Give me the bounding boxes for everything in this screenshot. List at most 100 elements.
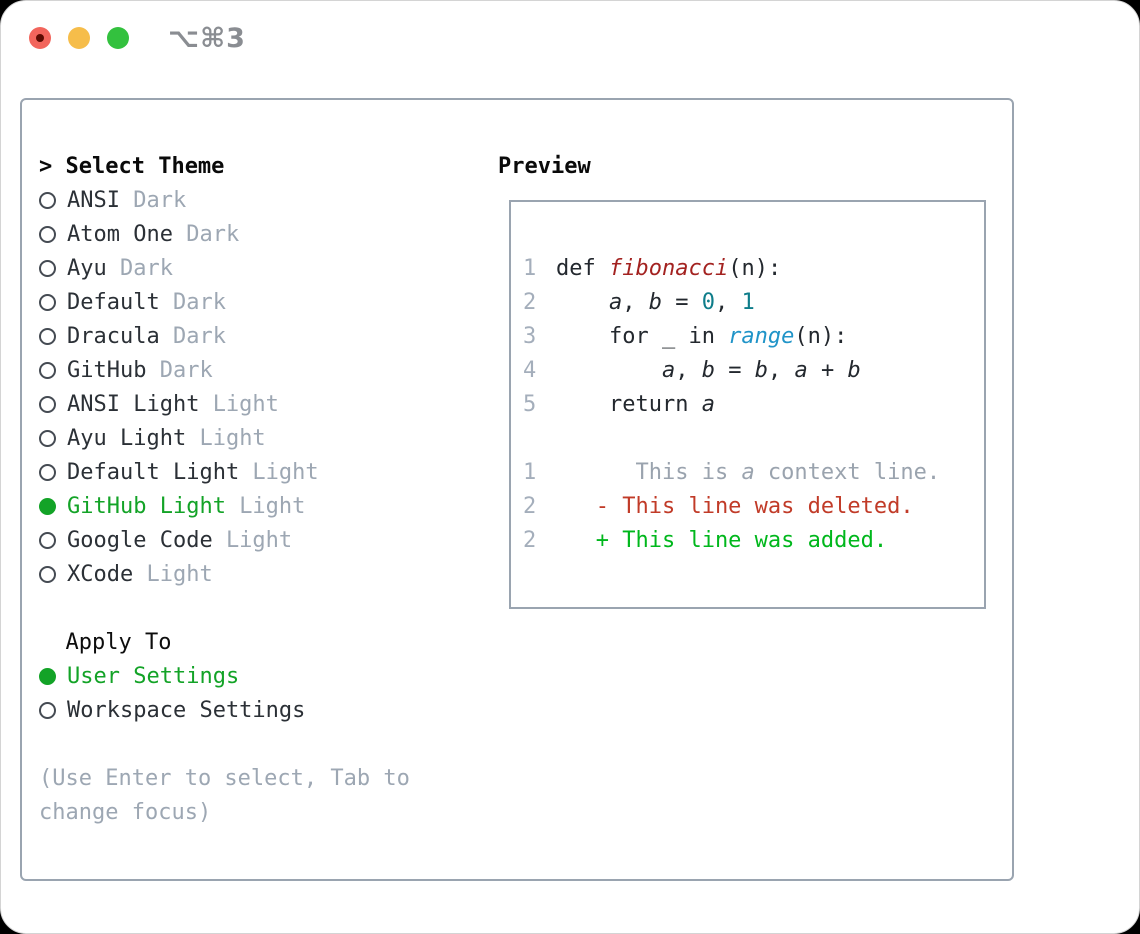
theme-variant: Dark [172, 289, 226, 315]
line-number: 1 [523, 255, 537, 281]
theme-option-ayu[interactable]: Ayu Dark [39, 251, 410, 285]
spacer [39, 727, 410, 761]
theme-name: ANSI Light [67, 391, 200, 417]
theme-variant: Dark [133, 187, 187, 213]
code-token: a [701, 391, 715, 417]
apply-option-name: User Settings [67, 663, 240, 689]
radio-selected-icon [39, 667, 56, 685]
theme-variant: Light [252, 459, 319, 485]
theme-name: Atom One [67, 221, 173, 247]
code-line-1: 1 def fibonacci(n): [523, 251, 984, 285]
code-token: fibonacci [608, 255, 729, 281]
theme-variant: Light [146, 561, 213, 587]
theme-variant: Dark [172, 323, 226, 349]
minimize-button[interactable] [68, 27, 90, 49]
code-token: + This line was added. [556, 527, 888, 553]
maximize-button[interactable] [107, 27, 129, 49]
line-number: 4 [523, 357, 537, 383]
code-token: context line. [754, 459, 941, 485]
apply-option-name: Workspace Settings [67, 697, 306, 723]
code-token: (n): [728, 255, 782, 281]
code-token: b [648, 289, 662, 315]
theme-variant: Light [212, 391, 279, 417]
code-line-3: 3 for _ in range(n): [523, 319, 984, 353]
keyboard-hint: (Use Enter to select, Tab to change focus… [39, 761, 410, 829]
code-token: a [661, 357, 676, 383]
theme-option-default-light[interactable]: Default Light Light [39, 455, 410, 489]
radio-icon [39, 395, 56, 413]
close-dot-icon [36, 34, 44, 42]
apply-to-header: Apply To [65, 629, 172, 655]
radio-icon [39, 259, 56, 277]
line-number: 2 [523, 289, 537, 315]
radio-icon [39, 463, 56, 481]
code-token [556, 358, 662, 383]
theme-name: ANSI [67, 187, 120, 213]
theme-name: Dracula [67, 323, 160, 349]
select-theme-header: > Select Theme [39, 149, 410, 183]
code-token: (n): [794, 323, 848, 349]
theme-option-default[interactable]: Default Dark [39, 285, 410, 319]
code-token: , [622, 289, 649, 315]
theme-option-ansi[interactable]: ANSI Dark [39, 183, 410, 217]
code-line-8: 2 - This line was deleted. [523, 489, 984, 523]
line-number: 2 [523, 527, 537, 553]
radio-selected-icon [39, 497, 56, 515]
window-title: ⌥⌘3 [168, 22, 246, 54]
theme-name: Ayu [67, 255, 107, 281]
theme-name: XCode [67, 561, 134, 587]
spacer [39, 591, 410, 625]
theme-variant: Dark [159, 357, 213, 383]
code-token: for _ in [556, 323, 729, 349]
radio-icon [39, 531, 56, 549]
code-token: def [556, 255, 609, 281]
code-line-6 [523, 421, 984, 455]
apply-option-workspace-settings[interactable]: Workspace Settings [39, 693, 410, 727]
line-number: 3 [523, 323, 537, 349]
radio-icon [39, 361, 56, 379]
theme-name: Default Light [67, 459, 240, 485]
code-token: a [794, 357, 808, 383]
theme-variant: Dark [119, 255, 173, 281]
theme-option-github-light[interactable]: GitHub Light Light [39, 489, 410, 523]
line-number: 5 [523, 391, 537, 417]
theme-option-dracula[interactable]: Dracula Dark [39, 319, 410, 353]
theme-variant: Light [239, 493, 306, 519]
code-token: return [556, 391, 702, 417]
code-token: range [728, 323, 795, 349]
theme-option-xcode[interactable]: XCode Light [39, 557, 410, 591]
apply-option-user-settings[interactable]: User Settings [39, 659, 410, 693]
close-button[interactable] [29, 27, 51, 49]
code-token: , [767, 357, 795, 383]
code-token: - This line was deleted. [556, 493, 914, 519]
titlebar: ⌥⌘3 [1, 1, 1139, 75]
hint-line: (Use Enter to select, Tab to [39, 765, 410, 791]
selection-caret-icon: > [39, 153, 53, 179]
code-token: b [847, 357, 861, 383]
select-theme-label: Select Theme [65, 153, 225, 179]
radio-icon [39, 429, 56, 447]
theme-name: GitHub [67, 357, 147, 383]
code-line-7: 1 This is a context line. [523, 455, 984, 489]
theme-name: Default [67, 289, 160, 315]
theme-option-github[interactable]: GitHub Dark [39, 353, 410, 387]
code-token: 0 [701, 289, 715, 315]
code-token: + [807, 357, 848, 383]
code-line-2: 2 a, b = 0, 1 [523, 285, 984, 319]
code-token: 1 [741, 289, 755, 315]
code-token: b [754, 357, 768, 383]
theme-option-ansi-light[interactable]: ANSI Light Light [39, 387, 410, 421]
hint-line: change focus) [39, 799, 212, 825]
code-token: = [714, 357, 755, 383]
theme-name: GitHub Light [67, 493, 226, 519]
code-token: a [741, 459, 755, 485]
